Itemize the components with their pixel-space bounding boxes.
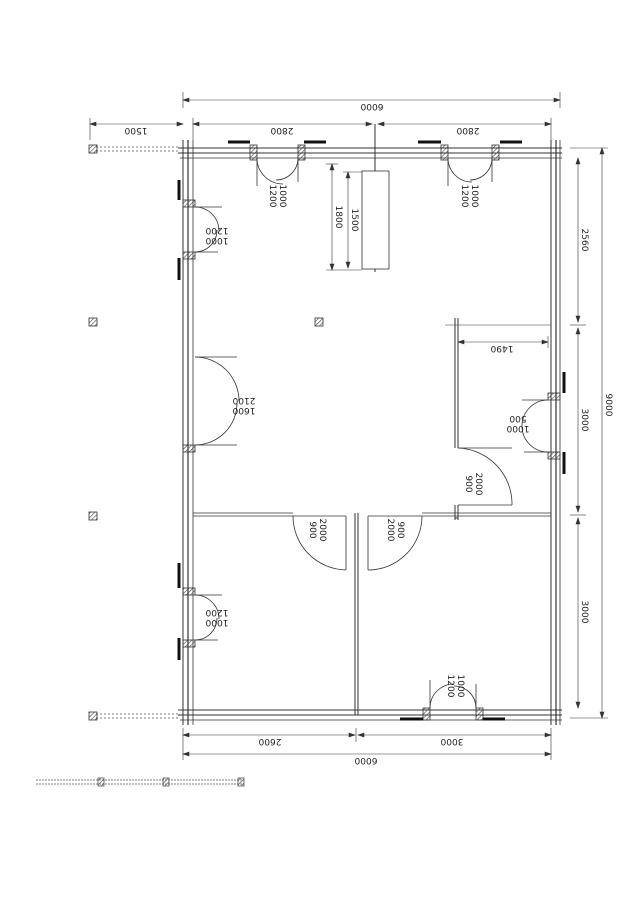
dim-top-offset: 1500 <box>124 125 147 135</box>
dim-inner-room-width: 1490 <box>490 343 513 353</box>
dim-bottom-right: 3000 <box>440 736 463 746</box>
scale-bar <box>36 777 245 787</box>
exterior-walls <box>178 140 562 725</box>
column <box>491 144 500 161</box>
label-left-main-door-1: 1600 <box>232 405 255 415</box>
label-top-right-window-2: 1200 <box>459 185 469 208</box>
label-left-main-door-2: 2100 <box>232 395 255 405</box>
label-bottom-window-2: 1200 <box>445 675 455 698</box>
column <box>182 251 196 260</box>
column <box>88 317 98 327</box>
label-top-left-window-2: 1200 <box>267 185 277 208</box>
label-top-left-window-1: 1000 <box>277 185 287 208</box>
label-bottom-window-1: 1000 <box>455 675 465 698</box>
dim-right-top: 2560 <box>579 229 589 252</box>
column <box>249 144 258 161</box>
interior-partitions <box>193 124 551 715</box>
column <box>547 392 561 401</box>
column <box>182 587 196 596</box>
label-inner-room-door-1: 900 <box>463 475 473 492</box>
column <box>88 144 98 154</box>
column <box>182 444 196 453</box>
column <box>297 144 306 161</box>
column <box>422 707 431 721</box>
dim-top-right: 2800 <box>456 125 479 135</box>
column <box>440 144 449 161</box>
window-sills <box>177 140 566 721</box>
label-mid-left-door-1: 900 <box>307 521 317 538</box>
dim-right-mid: 3000 <box>579 409 589 432</box>
label-mid-left-door-2: 2000 <box>317 519 327 542</box>
column <box>475 707 484 721</box>
dim-inner-vertical: 1800 <box>333 206 343 229</box>
label-top-right-window-1: 1000 <box>469 185 479 208</box>
label-right-window-1: 500 <box>509 413 526 423</box>
column <box>88 711 98 721</box>
column <box>182 639 196 648</box>
fence-lines <box>96 146 180 719</box>
label-left-upper-window-2: 1200 <box>205 225 228 235</box>
dimension-labels: 6000 1500 2800 2800 2600 3000 6000 9000 … <box>124 101 613 765</box>
label-left-lower-window-2: 1200 <box>205 607 228 617</box>
column <box>182 199 196 208</box>
dim-bottom-overall: 6000 <box>354 755 377 765</box>
label-inner-room-door-2: 2000 <box>473 473 483 496</box>
dim-top-overall: 6000 <box>360 101 383 111</box>
dim-right-overall: 9000 <box>603 394 613 417</box>
column <box>547 451 561 460</box>
dim-inner-partition: 1500 <box>349 209 359 232</box>
column <box>88 511 98 521</box>
column <box>314 317 324 327</box>
columns <box>88 144 561 721</box>
door-swings <box>194 157 549 709</box>
dimension-lines <box>89 92 608 760</box>
label-right-window-2: 1000 <box>506 423 529 433</box>
label-mid-right-door-1: 900 <box>395 521 405 538</box>
label-left-lower-window-1: 1000 <box>205 617 228 627</box>
dim-bottom-left: 2600 <box>258 736 281 746</box>
dim-top-left: 2800 <box>270 125 293 135</box>
label-left-upper-window-1: 1000 <box>205 235 228 245</box>
dim-right-bottom: 3000 <box>579 601 589 624</box>
label-mid-right-door-2: 2000 <box>385 519 395 542</box>
opening-labels: 1000 1200 1000 1200 1000 1200 1600 2100 … <box>205 185 529 698</box>
